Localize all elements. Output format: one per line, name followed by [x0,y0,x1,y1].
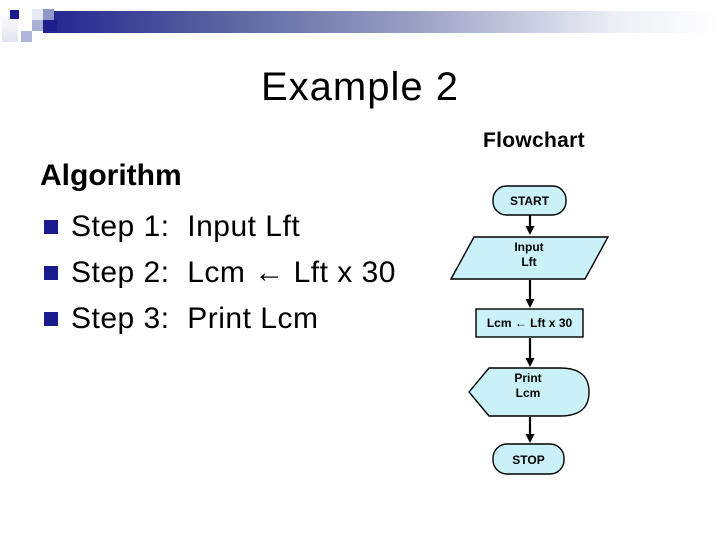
slide-title: Example 2 [261,65,459,109]
input-node-label-line2: Lft [521,255,536,269]
pixel-square-icon [43,20,57,31]
pixel-square-icon [21,31,32,42]
bullet-square-icon [44,220,58,234]
bullet-square-icon [44,266,58,280]
algorithm-steps: Step 1: Input Lft Step 2: Lcm ← Lft x 30… [44,204,396,342]
pixel-square-icon [43,9,54,20]
flow-arrow [525,417,535,443]
output-node-label-line1: Print [514,371,541,385]
vertical-bar-decoration [2,0,18,42]
algorithm-heading: Algorithm [40,159,182,192]
flowchart-heading: Flowchart [483,129,585,152]
flowchart-process-node: Lcm ← Lft x 30 [475,308,584,338]
start-node-label: START [510,194,550,208]
output-node-label-line2: Lcm [516,386,541,400]
step-text: Step 1: Input Lft [71,210,301,243]
pixel-square-icon [32,20,43,31]
flow-arrow [525,338,535,367]
step-text: Step 2: Lcm ← Lft x 30 [71,256,396,289]
flowchart-stop-node: STOP [492,443,565,475]
flowchart-input-node: Input Lft [449,236,610,280]
input-node-label-line1: Input [514,240,543,254]
flow-arrow [525,280,535,308]
bullet-square-icon [44,312,58,326]
flowchart-start-node: START [492,185,567,216]
stop-node-label: STOP [512,453,544,467]
list-item: Step 2: Lcm ← Lft x 30 [44,250,396,296]
process-node-label: Lcm ← Lft x 30 [487,316,573,330]
list-item: Step 3: Print Lcm [44,296,396,342]
horizontal-bar-decoration [43,11,720,33]
pixel-square-icon [32,9,43,20]
flowchart-output-node: Print Lcm [468,367,590,417]
flow-arrow [525,215,535,235]
list-item: Step 1: Input Lft [44,204,396,250]
pixel-square-icon [10,10,19,19]
flowchart-canvas: START Input Lft Lcm ← Lft x 30 Print Lcm… [449,185,610,475]
step-text: Step 3: Print Lcm [71,302,319,335]
